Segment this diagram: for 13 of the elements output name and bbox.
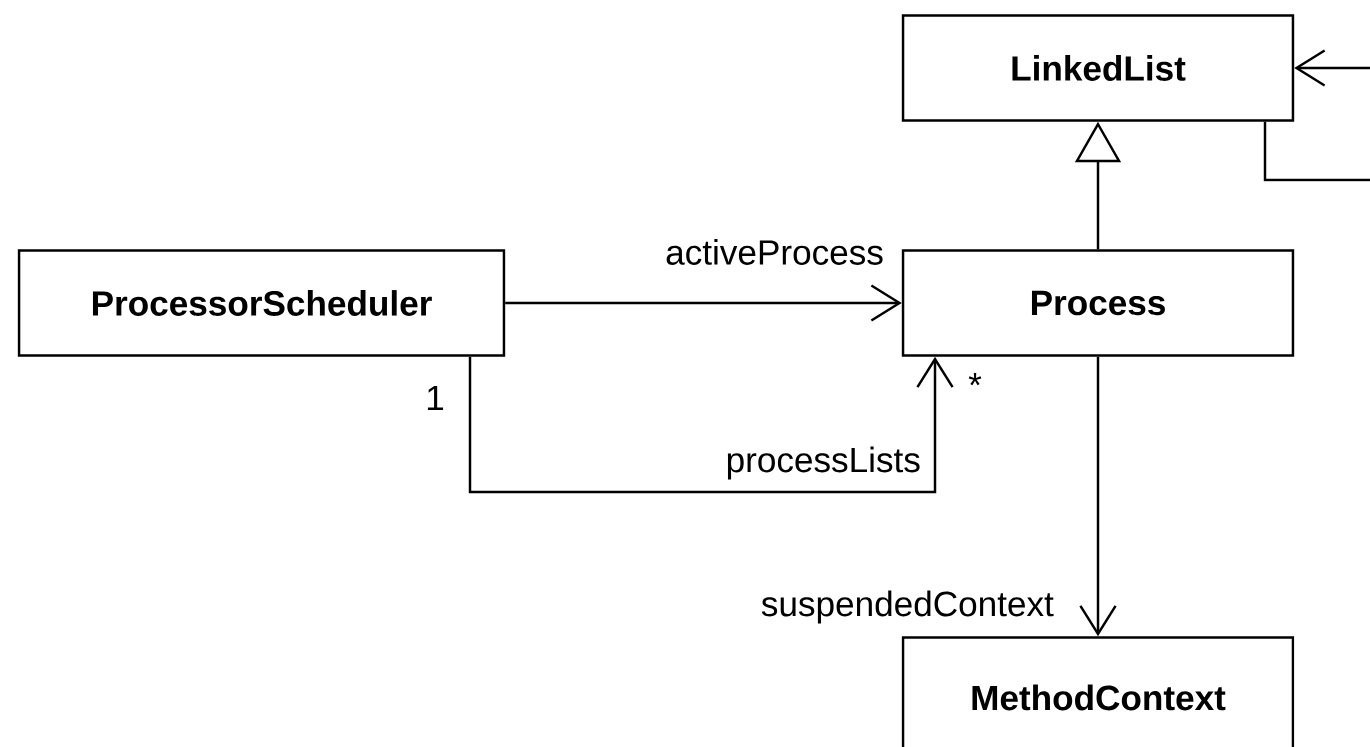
edge-label: suspendedContext xyxy=(759,588,1056,626)
edge-label: processLists xyxy=(723,444,923,482)
arrow xyxy=(1263,49,1370,182)
class-box: Process xyxy=(901,249,1295,357)
class-box: MethodContext xyxy=(901,636,1295,747)
multiplicity-label: * xyxy=(968,372,982,386)
arrow xyxy=(1079,356,1117,637)
arrow xyxy=(505,284,902,322)
class-box: LinkedList xyxy=(901,14,1295,122)
edge-label: activeProcess xyxy=(663,237,886,267)
arrow xyxy=(468,356,954,494)
class-box: ProcessorScheduler xyxy=(17,249,506,357)
multiplicity-label: 1 xyxy=(427,385,444,411)
